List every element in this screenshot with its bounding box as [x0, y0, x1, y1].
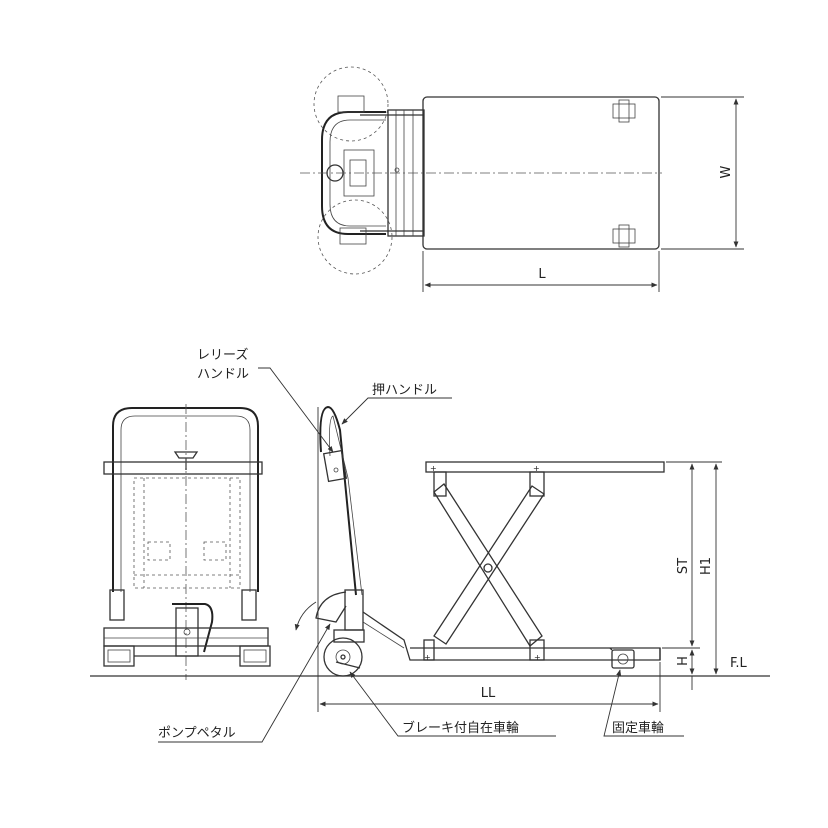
dim-L: L — [422, 251, 660, 292]
svg-text:+: + — [533, 464, 540, 473]
callout-fixed-wheel: 固定車輪 — [612, 720, 664, 736]
dim-ST: ST — [662, 461, 722, 649]
dim-LL-label: LL — [481, 686, 496, 701]
top-view: W L — [300, 66, 744, 292]
top-table-bracket-lower — [612, 224, 636, 248]
dim-FL-label: F.L — [730, 656, 748, 671]
callout-brake-caster: ブレーキ付自在車輪 — [402, 720, 519, 736]
side-fixed-wheel — [611, 649, 635, 669]
side-scissor-arms — [423, 471, 545, 661]
front-crossbar — [103, 461, 263, 475]
dim-H: H — [676, 649, 695, 690]
callouts: レリーズ ハンドル 押ハンドル ポンプペタル ブレーキ付自在車輪 固定車輪 — [158, 347, 684, 743]
callout-release-handle-line2: ハンドル — [197, 367, 249, 382]
side-chassis — [362, 611, 661, 661]
side-brake-caster — [323, 637, 363, 677]
pedal-direction-arrow — [294, 601, 317, 631]
front-view — [103, 404, 271, 680]
dim-ST-label: ST — [676, 558, 691, 574]
front-handle-frame — [112, 407, 259, 592]
top-caster-upper — [313, 66, 389, 142]
dim-LL: LL — [317, 407, 661, 712]
side-pump-pedal — [315, 591, 347, 623]
front-pump-body — [175, 607, 199, 657]
front-wheel-right — [239, 645, 271, 667]
side-table-top — [425, 461, 665, 473]
dim-H-label: H — [676, 656, 691, 666]
dim-W-label: W — [719, 165, 734, 178]
side-push-handle — [319, 405, 357, 596]
callout-push-handle: 押ハンドル — [372, 383, 437, 398]
front-base — [103, 627, 269, 647]
front-wheel-left — [103, 645, 135, 667]
dim-H1: H1 — [699, 463, 719, 675]
top-table-bracket-upper — [612, 99, 636, 123]
callout-pump-pedal: ポンプペタル — [158, 726, 236, 741]
top-caster-lower — [317, 199, 393, 275]
side-pump-column — [344, 589, 364, 631]
svg-text:+: + — [534, 653, 541, 662]
dim-W: W — [661, 96, 744, 250]
front-pump-pedal — [172, 603, 214, 653]
svg-text:+: + — [424, 653, 431, 662]
svg-text:+: + — [430, 464, 437, 473]
callout-release-handle-line1: レリーズ — [197, 347, 248, 363]
front-hidden-mechanism — [133, 477, 241, 589]
side-view: + + + + ST H1 — [90, 405, 770, 712]
dim-H1-label: H1 — [699, 557, 714, 575]
dim-L-label: L — [538, 267, 546, 282]
